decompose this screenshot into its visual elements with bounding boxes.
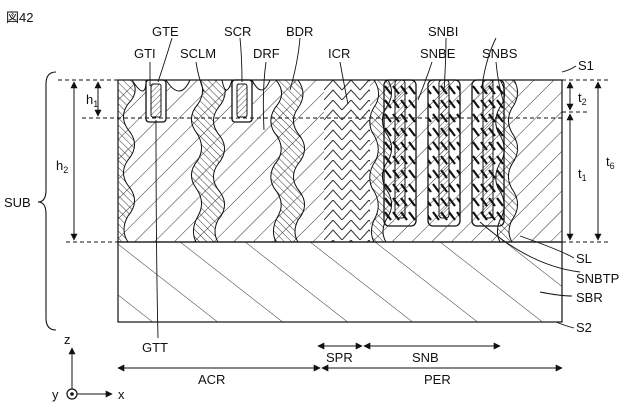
sub-brace [38,72,56,330]
label-sbr: SBR [576,290,603,305]
label-snb: SNB [412,350,439,365]
label-s2: S2 [576,320,592,335]
dim-t6: t6 [606,154,615,171]
label-snbi: SNBI [428,24,458,39]
figure-title: 図42 [6,10,33,25]
label-sl: SL [576,251,592,266]
label-snbs: SNBS [482,46,518,61]
label-gtt: GTT [142,340,168,355]
deep-trenches [384,80,504,226]
label-gte: GTE [152,24,179,39]
axis-y-label: y [52,387,59,402]
dim-t2: t2 [578,90,587,107]
dim-t1: t1 [578,166,587,183]
label-snbe: SNBE [420,46,456,61]
axis-x-label: x [118,387,125,402]
label-sub: SUB [4,195,31,210]
label-icr: ICR [328,46,350,61]
substrate-base-region [118,242,562,322]
label-per: PER [424,372,451,387]
label-s1: S1 [578,58,594,73]
label-drf: DRF [253,46,280,61]
label-spr: SPR [326,350,353,365]
dim-h2: h2 [56,158,68,175]
label-gti: GTI [134,46,156,61]
isolation-region [324,80,370,242]
label-acr: ACR [198,372,225,387]
label-snbtp: SNBTP [576,271,619,286]
axis-z-label: z [64,332,71,347]
label-scr: SCR [224,24,251,39]
label-bdr: BDR [286,24,313,39]
dim-h1: h1 [86,92,98,109]
label-sclm: SCLM [180,46,216,61]
coordinate-axes: z y x [52,332,125,402]
